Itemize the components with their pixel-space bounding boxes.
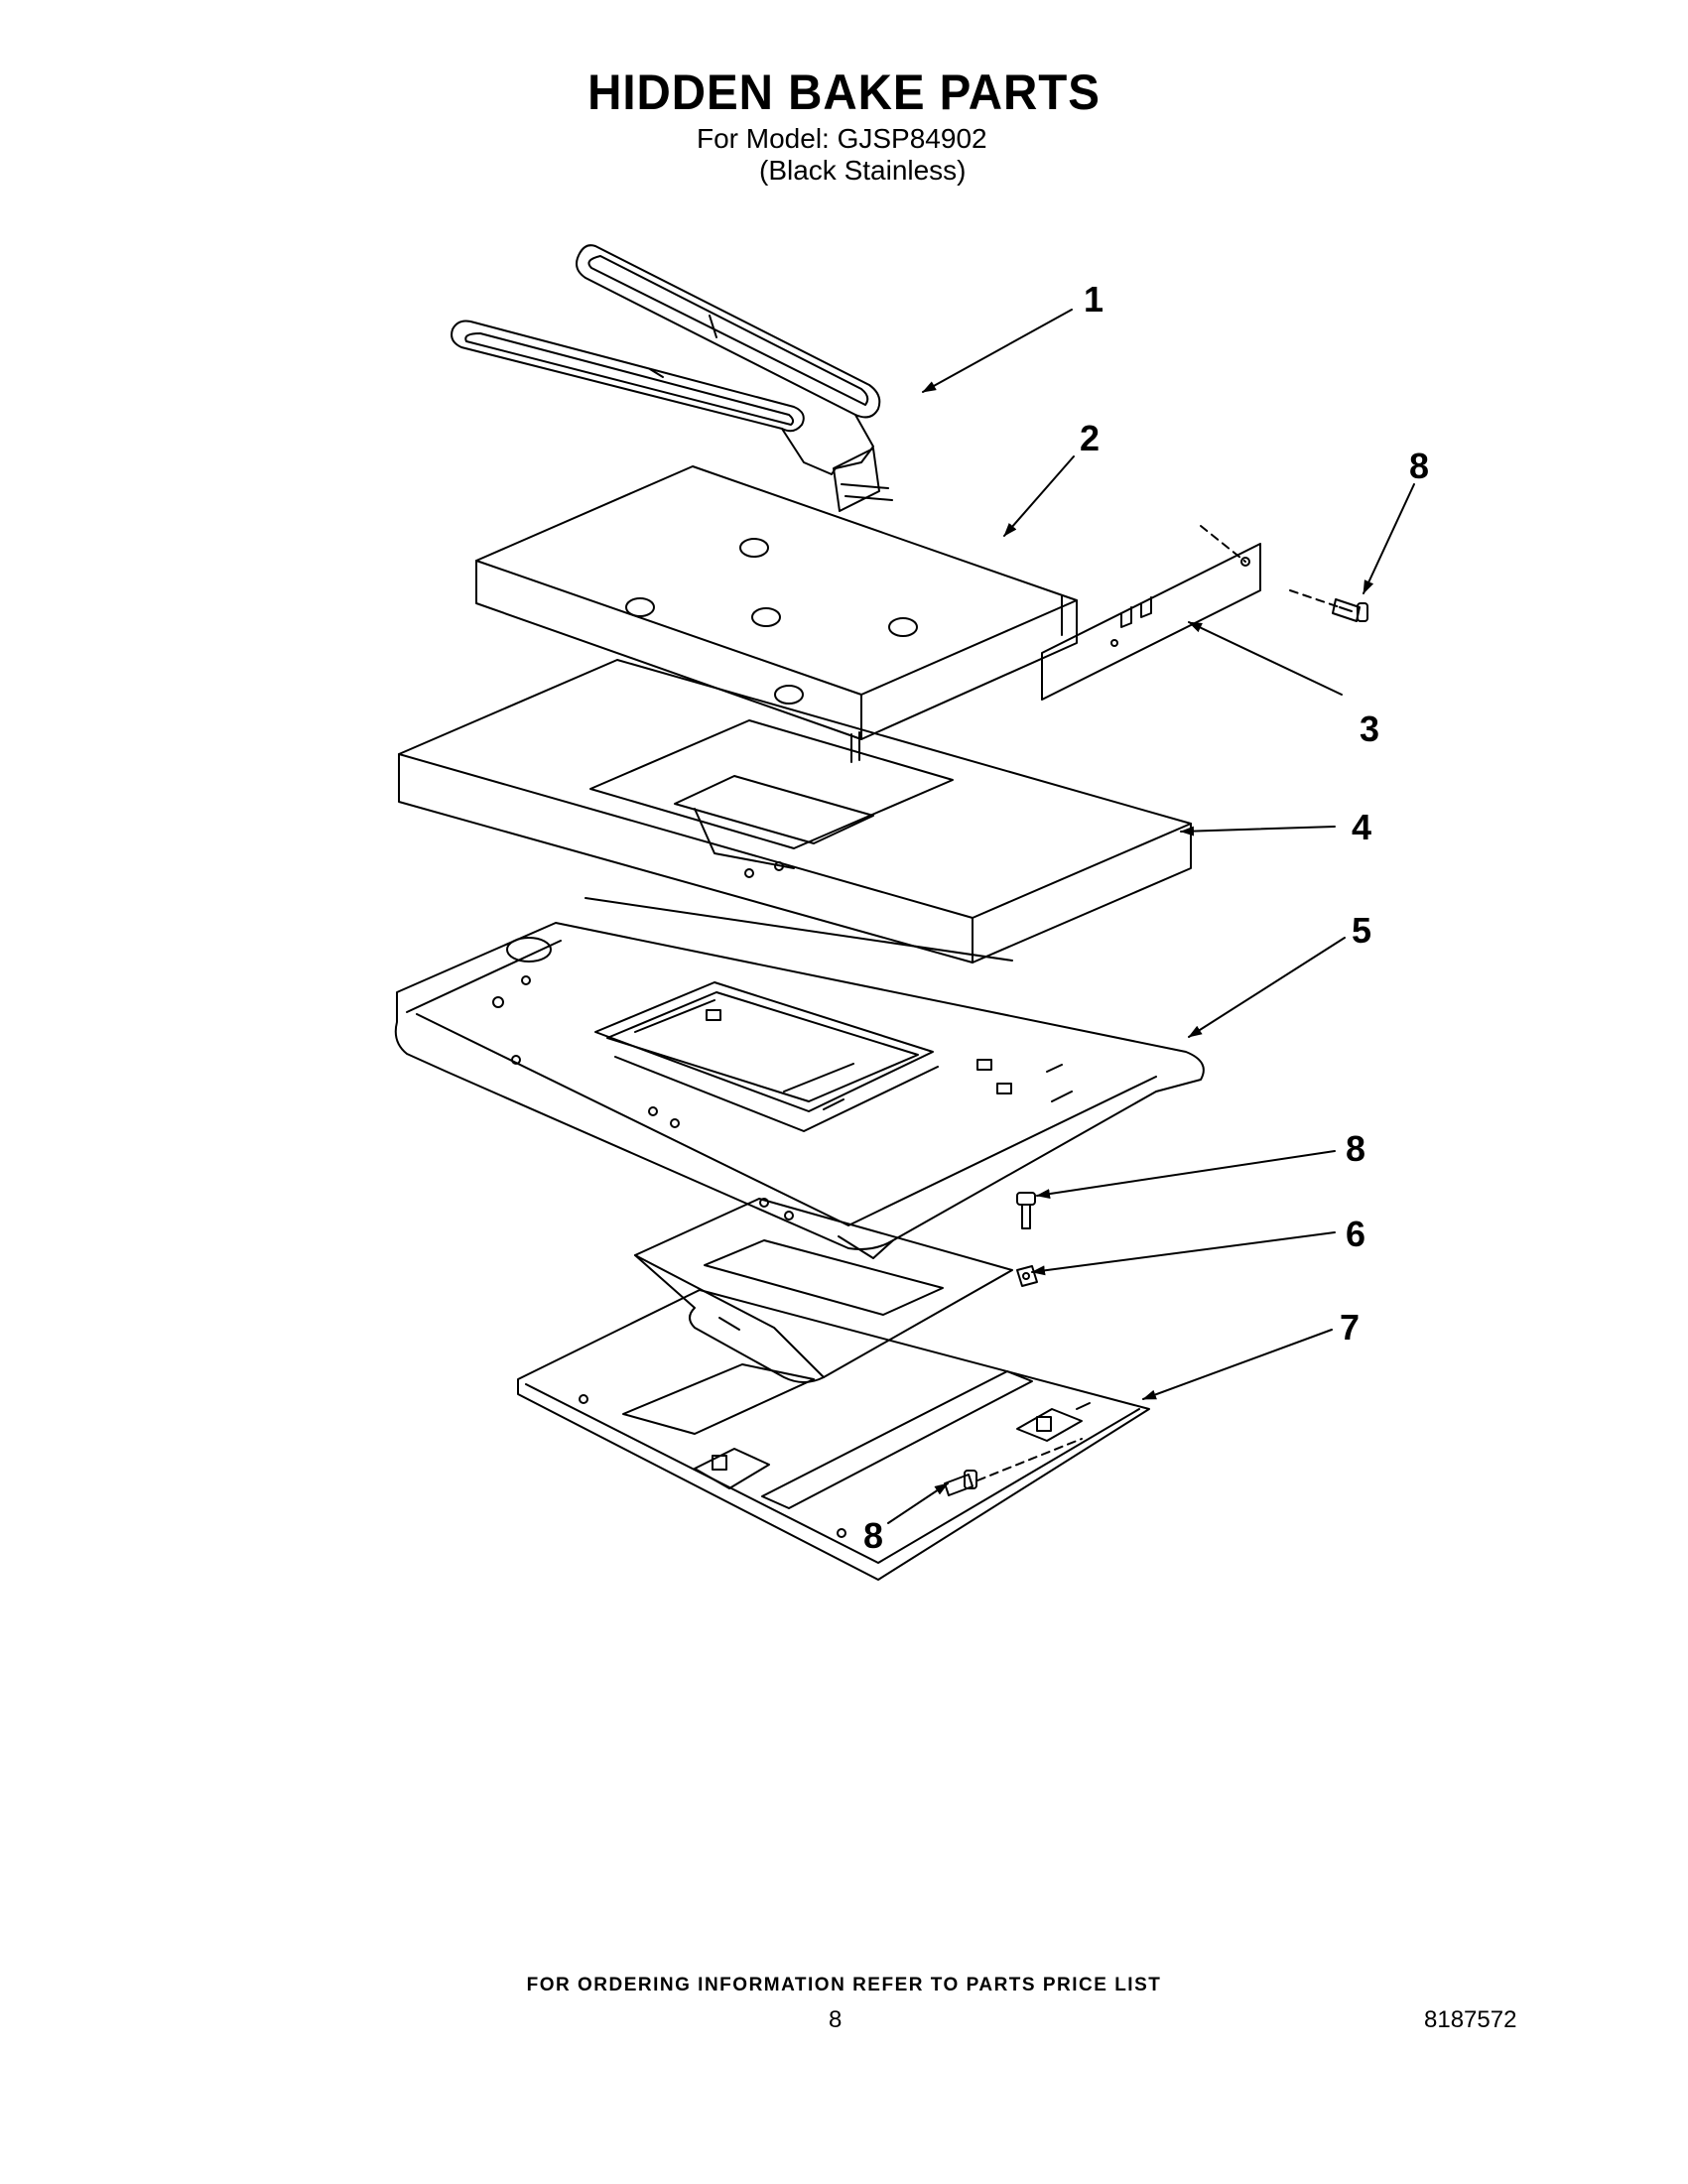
callout-6: 6 bbox=[1346, 1214, 1365, 1254]
ordering-note: FOR ORDERING INFORMATION REFER TO PARTS … bbox=[526, 1975, 1162, 1995]
insulation-block bbox=[398, 659, 1192, 964]
page-number: 8 bbox=[829, 2006, 843, 2033]
callout-8-bottom: 8 bbox=[863, 1515, 883, 1556]
screw-top bbox=[1332, 598, 1368, 622]
leader-lines bbox=[887, 309, 1415, 1524]
callout-3: 3 bbox=[1360, 708, 1379, 749]
bake-pan bbox=[634, 1198, 1013, 1383]
rear-bracket bbox=[1041, 525, 1341, 701]
bake-element bbox=[451, 244, 893, 512]
callout-5: 5 bbox=[1352, 910, 1371, 951]
callout-1: 1 bbox=[1084, 279, 1104, 320]
callout-7: 7 bbox=[1340, 1307, 1360, 1348]
oven-bottom-panel bbox=[394, 897, 1205, 1259]
model-line: For Model: GJSP84902 bbox=[697, 123, 987, 154]
model-info: For Model: GJSP84902 (Black Stainless) bbox=[697, 123, 987, 187]
callout-2: 2 bbox=[1080, 418, 1100, 458]
screw-middle bbox=[1016, 1192, 1036, 1229]
element-shield bbox=[475, 465, 1078, 763]
variant-line: (Black Stainless) bbox=[759, 155, 967, 186]
callout-8-top: 8 bbox=[1409, 446, 1429, 486]
screw-bottom bbox=[944, 1438, 1083, 1496]
document-number: 8187572 bbox=[1424, 2006, 1517, 2033]
clip bbox=[1016, 1265, 1038, 1287]
callout-8-middle: 8 bbox=[1346, 1128, 1365, 1169]
callout-4: 4 bbox=[1352, 807, 1371, 847]
page-title: HIDDEN BAKE PARTS bbox=[587, 64, 1101, 120]
lower-cover bbox=[517, 1289, 1150, 1581]
